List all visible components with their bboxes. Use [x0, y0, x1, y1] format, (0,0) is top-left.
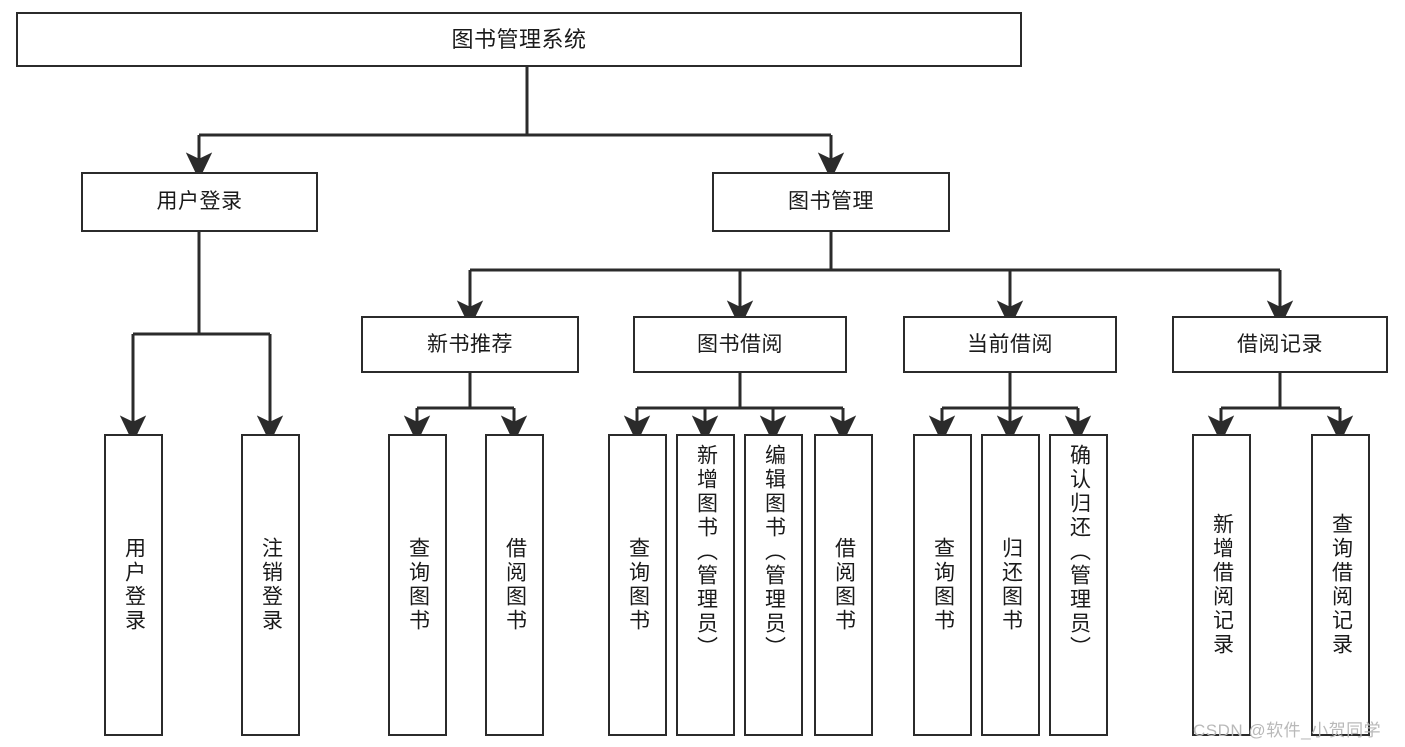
node-label: 确认归还（管理员）	[1067, 444, 1091, 660]
node-label: 借阅记录	[1237, 332, 1323, 356]
leaf-borrow-book-recommend[interactable]: 借阅图书	[485, 434, 544, 736]
node-label: 用户登录	[156, 190, 243, 214]
node-label: 查询借阅记录	[1329, 513, 1353, 657]
leaf-user-login[interactable]: 用户登录	[104, 434, 163, 736]
node-book-borrow[interactable]: 图书借阅	[633, 316, 847, 373]
node-label: 图书借阅	[697, 332, 783, 356]
node-label: 查询图书	[406, 537, 430, 633]
leaf-add-borrow-record[interactable]: 新增借阅记录	[1192, 434, 1251, 736]
leaf-query-book-borrow[interactable]: 查询图书	[608, 434, 667, 736]
node-label: 借阅图书	[832, 537, 856, 633]
node-label: 编辑图书（管理员）	[762, 444, 786, 660]
leaf-query-book-recommend[interactable]: 查询图书	[388, 434, 447, 736]
node-label: 新增借阅记录	[1210, 513, 1234, 657]
node-user-login[interactable]: 用户登录	[81, 172, 318, 232]
node-label: 归还图书	[999, 537, 1023, 633]
leaf-query-book-current[interactable]: 查询图书	[913, 434, 972, 736]
node-new-book-recommend[interactable]: 新书推荐	[361, 316, 579, 373]
node-current-borrow[interactable]: 当前借阅	[903, 316, 1117, 373]
leaf-query-borrow-record[interactable]: 查询借阅记录	[1311, 434, 1370, 736]
node-label: 新书推荐	[427, 332, 513, 356]
leaf-logout[interactable]: 注销登录	[241, 434, 300, 736]
leaf-borrow-book[interactable]: 借阅图书	[814, 434, 873, 736]
node-book-management[interactable]: 图书管理	[712, 172, 950, 232]
leaf-add-book-admin[interactable]: 新增图书（管理员）	[676, 434, 735, 736]
node-label: 查询图书	[626, 537, 650, 633]
node-label: 图书管理系统	[451, 26, 587, 52]
node-label: 用户登录	[122, 537, 146, 633]
node-label: 当前借阅	[967, 332, 1053, 356]
node-borrow-records[interactable]: 借阅记录	[1172, 316, 1388, 373]
leaf-return-book[interactable]: 归还图书	[981, 434, 1040, 736]
node-root-system[interactable]: 图书管理系统	[16, 12, 1022, 67]
node-label: 注销登录	[259, 537, 283, 633]
watermark: CSDN @软件_小贺同学	[1193, 721, 1382, 740]
node-label: 借阅图书	[503, 537, 527, 633]
leaf-confirm-return-admin[interactable]: 确认归还（管理员）	[1049, 434, 1108, 736]
node-label: 新增图书（管理员）	[694, 444, 718, 660]
node-label: 图书管理	[788, 190, 874, 214]
leaf-edit-book-admin[interactable]: 编辑图书（管理员）	[744, 434, 803, 736]
node-label: 查询图书	[931, 537, 955, 633]
